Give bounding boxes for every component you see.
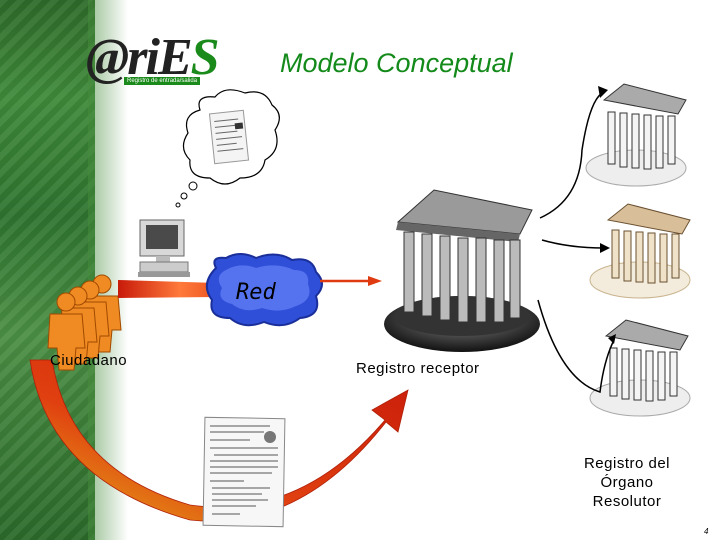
resolver-label-line3: Resolutor (566, 492, 688, 511)
building-icon (384, 190, 540, 352)
receiver-label: Registro receptor (356, 360, 480, 377)
thought-bubble-icon (176, 90, 279, 207)
computer-icon (138, 220, 190, 277)
document-icon (203, 417, 285, 526)
resolver-label: Registro del Órgano Resolutor (566, 454, 688, 511)
building-middle-icon (590, 204, 690, 298)
citizen-label: Ciudadano (50, 352, 127, 369)
network-label: Red (236, 280, 276, 305)
building-top-icon (586, 84, 686, 186)
page-number: 4 (704, 527, 708, 536)
resolver-label-line2: Órgano (566, 473, 688, 492)
resolver-label-line1: Registro del (566, 454, 688, 473)
connector-lines (538, 92, 614, 392)
